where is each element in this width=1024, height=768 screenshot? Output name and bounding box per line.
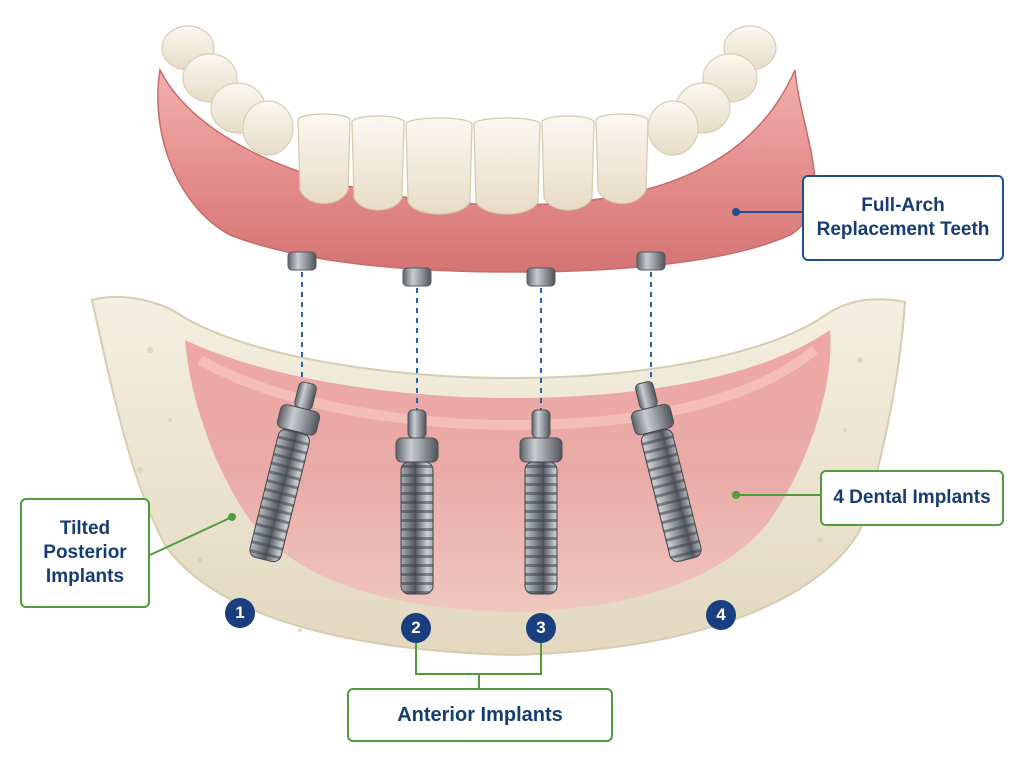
replacement-teeth-arch	[157, 25, 816, 273]
dental-implants-callout: 4 Dental Implants	[820, 470, 1004, 526]
implant-badge-4: 4	[706, 600, 736, 630]
tilted-posterior-callout: Tilted Posterior Implants	[20, 498, 150, 608]
callout-leaders	[149, 208, 820, 688]
alignment-lines	[301, 272, 652, 410]
implant-badge-2: 2	[401, 613, 431, 643]
implant-badge-1: 1	[225, 598, 255, 628]
anterior-implants-callout: Anterior Implants	[347, 688, 613, 742]
dental-implants-label: 4 Dental Implants	[833, 487, 991, 509]
full-arch-label-line2: Replacement Teeth	[816, 219, 990, 240]
implant-3	[519, 409, 563, 595]
anterior-implants-label: Anterior Implants	[397, 703, 563, 726]
implant-1	[249, 381, 321, 563]
tilted-label-line1: Tilted	[59, 518, 111, 540]
denture-connectors	[287, 251, 666, 287]
implant-4	[630, 381, 702, 562]
implant-2	[395, 409, 439, 595]
full-arch-label-line1: Full-Arch	[861, 195, 945, 217]
tilted-label-line3: Implants	[45, 565, 125, 587]
tilted-label-line2: Posterior	[43, 542, 127, 564]
implant-badge-3: 3	[526, 613, 556, 643]
full-arch-callout: Full-Arch Replacement Teeth	[802, 175, 1004, 261]
